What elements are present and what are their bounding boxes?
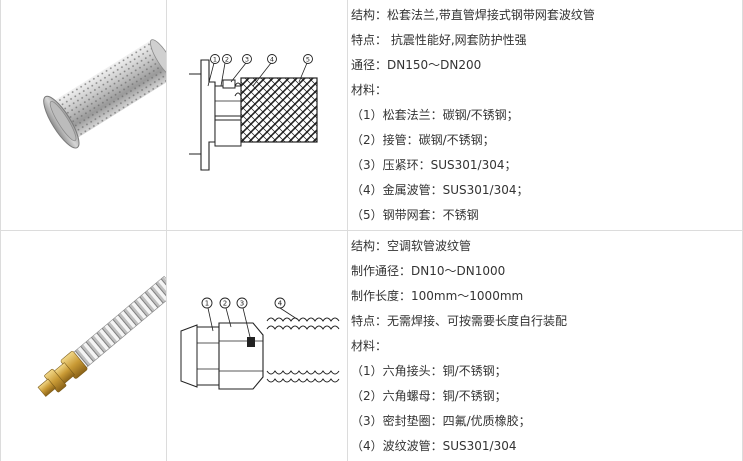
product-photo-braided-hose (1, 0, 166, 230)
spec-line: 材料： (351, 83, 388, 97)
spec-line: 制作通径：DN10～DN1000 (351, 264, 506, 278)
callout-circle (236, 297, 248, 309)
spec-line: 材料： (351, 339, 388, 353)
callout-label: 3 (245, 56, 249, 64)
product-row-ac-hose: 1 2 3 4 结构：空调软管波纹管 制作通径：DN10～DN1000 制作长度… (1, 231, 743, 461)
spec-line: （3）密封垫圈：四氟/优质橡胶； (351, 414, 531, 428)
callout-label: 3 (240, 300, 244, 308)
callout-circle (242, 54, 252, 64)
technical-drawing-braided-hose: 1 2 3 4 5 (167, 0, 347, 230)
spec-line: 制作长度：100mm～1000mm (351, 289, 524, 303)
callout-label: 5 (306, 56, 310, 64)
spec-line: 特点：无需焊接、可按需要长度自行装配 (351, 314, 568, 328)
callout-label: 2 (223, 300, 227, 308)
product-row-braided-hose: 1 2 3 4 5 结构：松套法兰,带直管焊接式钢带网套波纹管 特点： 抗震性能… (1, 0, 743, 231)
spec-line: 通径：DN150～DN200 (351, 58, 482, 72)
callout-circle (210, 54, 220, 64)
spec-line: （5）钢带网套：不锈钢 (351, 208, 479, 222)
callout-circle (222, 54, 232, 64)
callout-label: 1 (205, 300, 209, 308)
callout-label: 1 (213, 56, 217, 64)
callout-circle (219, 297, 231, 309)
callout-circle (201, 297, 213, 309)
product-photo-ac-hose (1, 231, 166, 461)
callout-label: 4 (278, 300, 283, 308)
spec-text-ac-hose: 结构：空调软管波纹管 制作通径：DN10～DN1000 制作长度：100mm～1… (351, 231, 741, 461)
callout-label: 4 (270, 56, 274, 64)
callout-circle (274, 297, 286, 309)
spec-line: （3）压紧环：SUS301/304； (351, 158, 517, 172)
callout-circle (267, 54, 277, 64)
spec-line: （1）六角接头：铜/不锈钢； (351, 364, 507, 378)
callout-label: 2 (225, 56, 229, 64)
spec-line: （2）接管：碳钢/不锈钢； (351, 133, 495, 147)
spec-line: （4）金属波管：SUS301/304； (351, 183, 529, 197)
spec-line: 结构：空调软管波纹管 (351, 239, 472, 253)
technical-drawing-ac-hose: 1 2 3 4 (167, 231, 347, 461)
spec-line: 结构：松套法兰,带直管焊接式钢带网套波纹管 (351, 8, 595, 22)
spec-line: 特点： 抗震性能好,网套防护性强 (351, 33, 527, 47)
spec-line: （4）波纹波管：SUS301/304 (351, 439, 517, 453)
spec-text-braided-hose: 结构：松套法兰,带直管焊接式钢带网套波纹管 特点： 抗震性能好,网套防护性强 通… (351, 0, 741, 230)
spec-line: （1）松套法兰：碳钢/不锈钢； (351, 108, 519, 122)
spec-line: （2）六角螺母：铜/不锈钢； (351, 389, 507, 403)
callout-circle (303, 54, 313, 64)
